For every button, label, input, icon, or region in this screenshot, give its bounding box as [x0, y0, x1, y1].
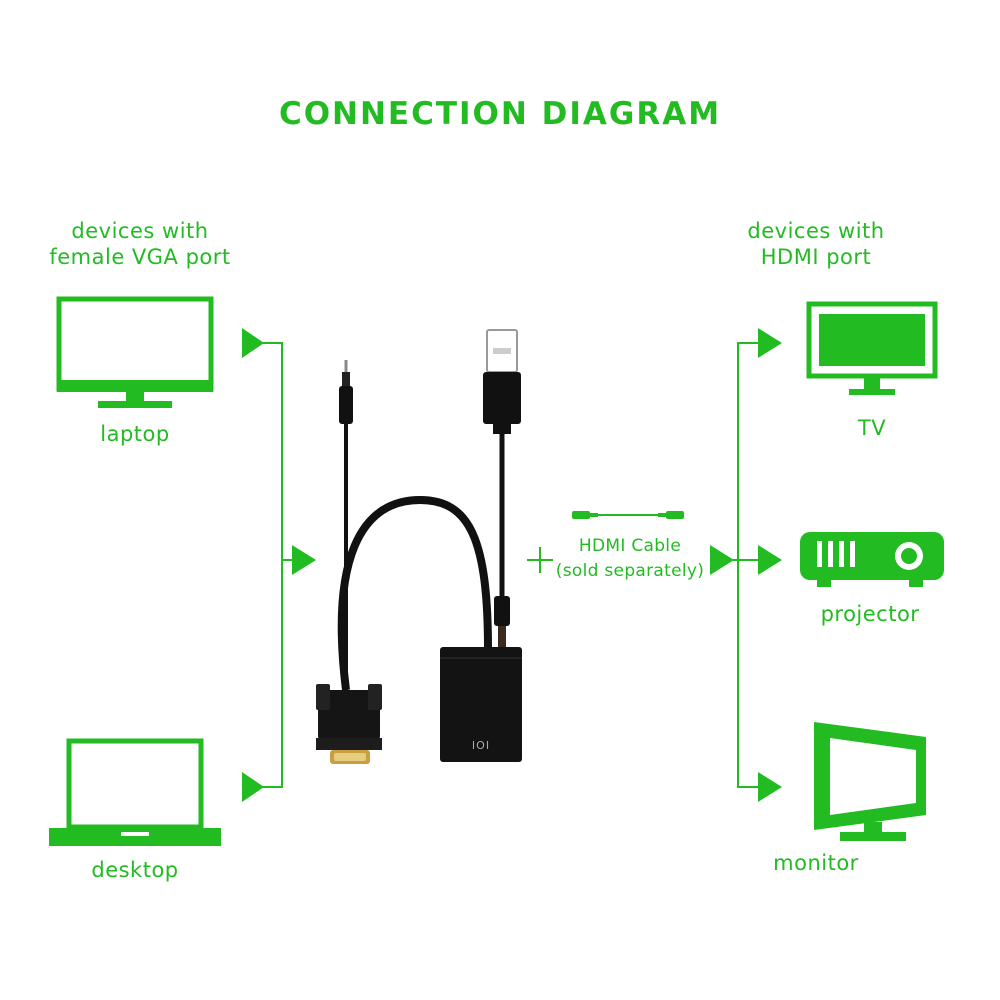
laptop-icon [49, 738, 221, 846]
left-group-label-line2: female VGA port [49, 245, 231, 269]
left-group-label-line1: devices with [71, 219, 209, 243]
vga-connector [316, 684, 382, 764]
left-bracket [242, 328, 316, 802]
diagram-title: CONNECTION DIAGRAM [278, 96, 722, 132]
hdmi-cable-label-line1: HDMI Cable [578, 536, 682, 556]
right-bracket [710, 328, 782, 802]
hdmi-cable-label-line2: (sold separately) [555, 561, 705, 581]
arrow-icon [292, 545, 316, 575]
device-label-monitor: monitor [773, 851, 859, 875]
arrow-icon [758, 328, 782, 358]
arrow-icon [758, 545, 782, 575]
adapter-cable [337, 329, 521, 691]
monitor-icon [56, 296, 214, 408]
tv-icon [806, 301, 938, 395]
arrow-icon [710, 545, 734, 575]
right-group-label-line1: devices with [747, 219, 885, 243]
middle-connector [527, 511, 684, 573]
arrow-icon [242, 772, 264, 802]
device-label-laptop: laptop [100, 422, 170, 446]
hdmi-cable-icon [572, 511, 684, 519]
hdmi-cable-label: HDMI Cable (sold separately) [545, 534, 715, 584]
device-label-desktop: desktop [91, 858, 179, 882]
device-label-tv: TV [857, 416, 887, 440]
arrow-icon [242, 328, 264, 358]
hdmi-adapter-box [440, 647, 522, 762]
device-label-projector: projector [820, 602, 920, 626]
right-group-label: devices with HDMI port [716, 218, 916, 270]
monitor-icon [814, 722, 926, 841]
right-group-label-line2: HDMI port [760, 245, 872, 269]
projector-icon [800, 532, 944, 587]
left-group-label: devices with female VGA port [40, 218, 240, 270]
arrow-icon [758, 772, 782, 802]
adapter-port-label: IOI [471, 739, 491, 752]
